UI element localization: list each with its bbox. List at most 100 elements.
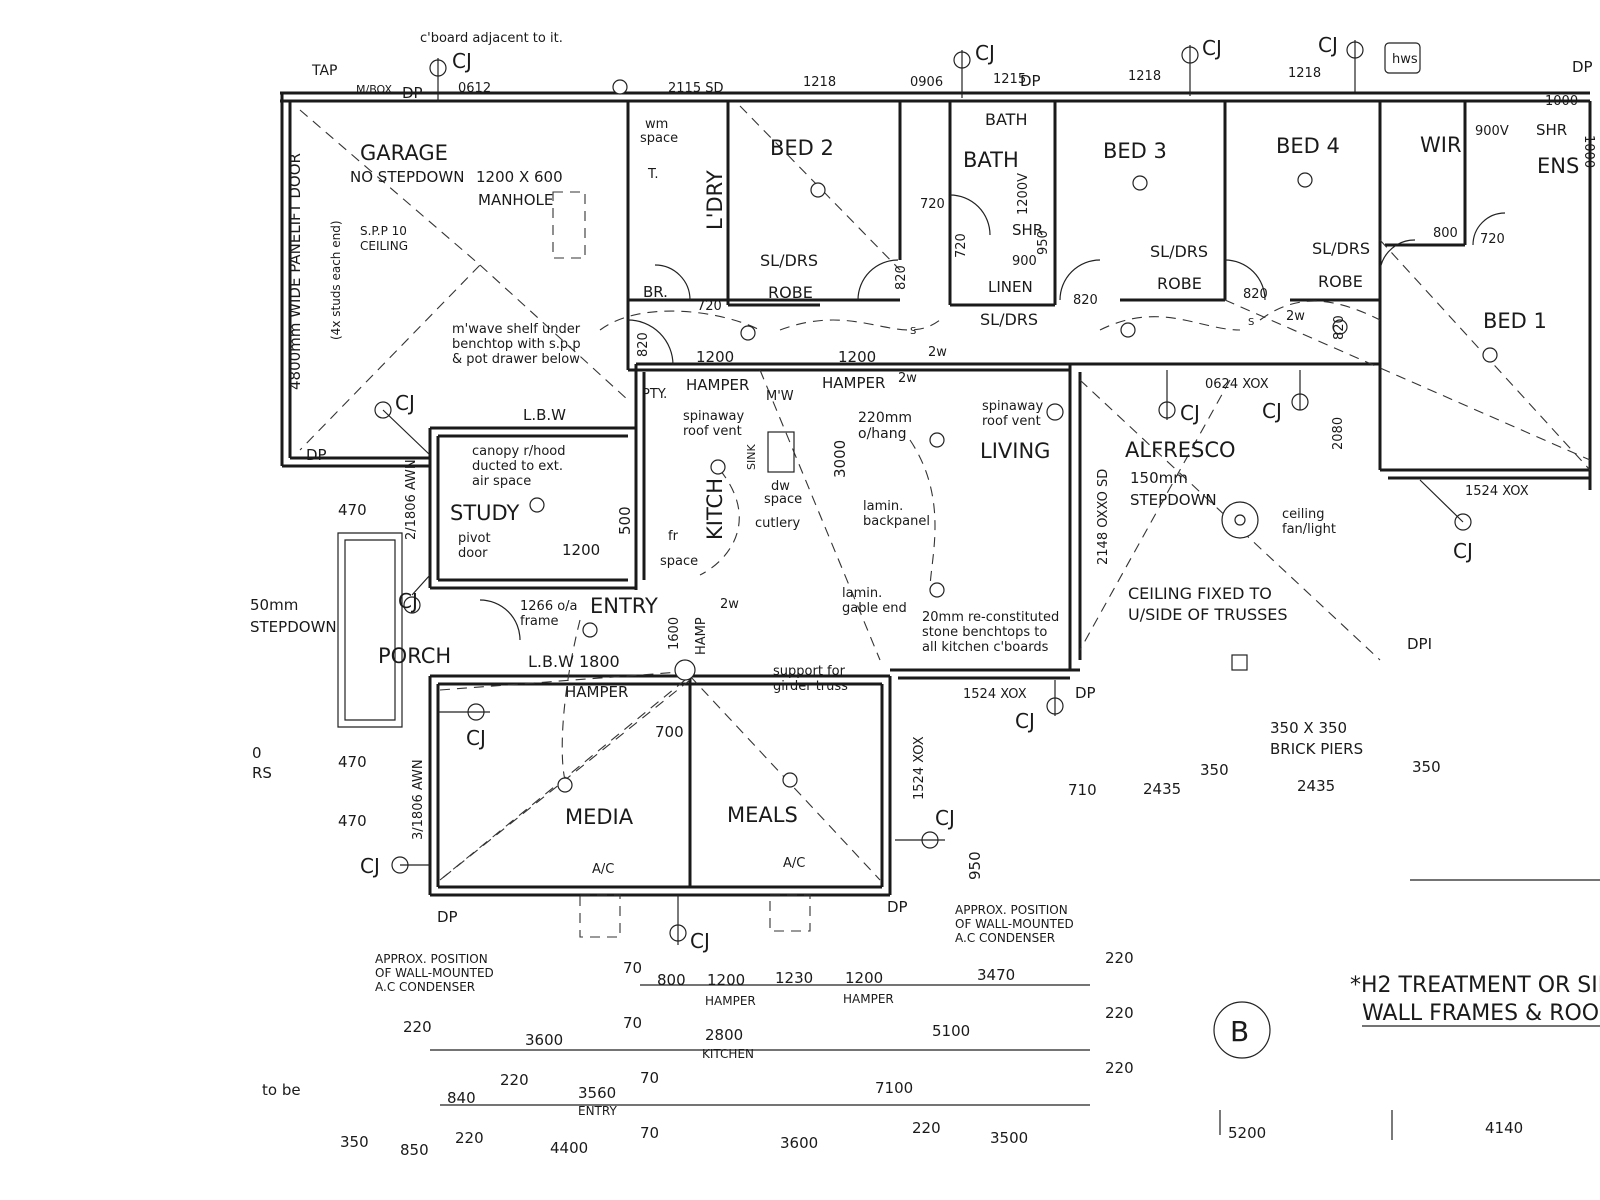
dim-720-b: 720 — [697, 299, 722, 314]
dim-800: 800 — [1433, 226, 1458, 241]
note-mwave-1: m'wave shelf under — [452, 322, 581, 337]
dim-1200-a: 1200 — [696, 348, 734, 366]
dim-row2-5: 220 — [1105, 1004, 1134, 1022]
note-support-1: support for — [773, 664, 846, 679]
dim-720-c: 720 — [954, 233, 969, 258]
dp-marker: DP — [402, 84, 423, 102]
dim-720-d: 720 — [1480, 232, 1505, 247]
dim-1218-a: 1218 — [803, 75, 836, 90]
dim-1806-a: 2/1806 AWN — [404, 459, 419, 540]
room-wir: WIR — [1420, 133, 1462, 157]
note-switch-s-1: S — [910, 326, 916, 337]
svg-text:CJ: CJ — [398, 589, 418, 613]
ac-unit-meals — [769, 894, 811, 932]
note-section-b: B — [1230, 1015, 1249, 1048]
svg-text:CJ: CJ — [466, 726, 486, 750]
dim-row4-9: 4140 — [1485, 1119, 1523, 1137]
dp-marker: DP — [1572, 58, 1593, 76]
dim-710: 710 — [1068, 781, 1097, 799]
room-meals: MEALS — [727, 803, 798, 827]
note-switch-s-2: S — [1248, 317, 1254, 328]
light-points — [529, 79, 1498, 793]
dim-820-a: 820 — [894, 265, 909, 290]
room-bed1: BED 1 — [1483, 309, 1547, 333]
note-tap: TAP — [311, 63, 337, 79]
note-cboard: c'board adjacent to it. — [420, 31, 563, 46]
note-piers-1: 350 X 350 — [1270, 719, 1347, 737]
note-manhole-size: 1200 X 600 — [476, 168, 563, 186]
room-linen: LINEN — [988, 278, 1033, 296]
dim-1600: 1600 — [667, 617, 682, 650]
note-ceilingfan-1: ceiling — [1282, 507, 1324, 522]
note-spp: S.P.P 10 — [360, 224, 407, 238]
dim-row2-0: 220 — [403, 1018, 432, 1036]
dim-1218-b: 1218 — [1128, 69, 1161, 84]
dp-marker: DP — [1075, 684, 1096, 702]
dim-row4-4: 70 — [640, 1124, 659, 1142]
note-dpi: DPI — [1407, 635, 1432, 653]
dim-3000: 3000 — [831, 440, 849, 478]
note-lamin-2: backpanel — [863, 514, 930, 529]
note-spinaway-4: roof vent — [982, 414, 1041, 429]
note-hamper-media: HAMPER — [565, 683, 628, 701]
cj-marker: CJ — [1318, 33, 1364, 92]
note-dw-2: space — [764, 492, 802, 507]
dim-820-b: 820 — [1073, 293, 1098, 308]
svg-text:CJ: CJ — [1262, 399, 1282, 423]
room-entry: ENTRY — [590, 594, 658, 618]
note-mbox: M/BOX — [356, 83, 393, 96]
note-mwave-2: benchtop with s.p.p — [452, 337, 581, 352]
dim-row4-6: 220 — [912, 1119, 941, 1137]
note-rs: RS — [252, 764, 272, 782]
dim-hamper-row-1: HAMPER — [705, 994, 756, 1008]
room-labels: GARAGE BED 2 BATH BATH BED 3 BED 4 WIR E… — [360, 110, 1579, 829]
room-pty: PTY. — [642, 387, 667, 402]
note-kitchen-dim: KITCHEN — [702, 1047, 754, 1061]
note-pivot-2: door — [458, 546, 488, 561]
dim-row1-1: 800 — [657, 971, 686, 989]
note-condenser-1: APPROX. POSITION — [375, 952, 488, 966]
room-t: T. — [647, 167, 659, 182]
note-canopy-2: ducted to ext. — [472, 459, 563, 474]
room-shr-ens: SHR — [1536, 121, 1567, 139]
cj-marker: CJ — [1262, 370, 1309, 423]
note-cutlery: cutlery — [755, 516, 800, 531]
note-robe-b4: ROBE — [1318, 272, 1363, 291]
note-condenser-6: A.C CONDENSER — [955, 931, 1055, 945]
cj-marker: CJ — [438, 703, 490, 750]
note-wm-2: space — [640, 131, 678, 146]
dim-470-a: 470 — [338, 501, 367, 519]
note-studs: (4x studs each end) — [329, 220, 343, 340]
room-ldry: L'DRY — [703, 170, 727, 230]
dim-row1-0: 70 — [623, 959, 642, 977]
note-hamper-k1: HAMPER — [686, 376, 749, 394]
note-zero: 0 — [252, 744, 262, 762]
dim-350-a: 350 — [1200, 761, 1229, 779]
note-lamin-4: gable end — [842, 601, 907, 616]
note-ac-media: A/C — [592, 862, 614, 877]
room-kitch: KITCH — [703, 478, 727, 540]
note-2w-d: 2w — [720, 597, 739, 612]
cj-marker: CJ — [953, 41, 995, 98]
dim-700: 700 — [655, 723, 684, 741]
walls — [280, 91, 1592, 897]
note-condenser-4: APPROX. POSITION — [955, 903, 1068, 917]
dp-marker: DP — [306, 446, 327, 464]
roof-lines — [299, 105, 1591, 881]
dim-2435-b: 2435 — [1297, 777, 1335, 795]
note-hamper-k2: HAMPER — [822, 374, 885, 392]
note-ceilingfan-2: fan/light — [1282, 522, 1336, 537]
cj-marker: CJ — [1419, 479, 1473, 563]
svg-text:CJ: CJ — [1180, 401, 1200, 425]
dim-1000-b: 1000 — [1581, 135, 1596, 168]
note-spinaway-2: roof vent — [683, 424, 742, 439]
dim-820-d: 820 — [636, 332, 651, 357]
section-b-circle — [1213, 1001, 1271, 1059]
note-piers-2: BRICK PIERS — [1270, 740, 1363, 758]
note-no-stepdown: NO STEPDOWN — [350, 168, 464, 186]
cj-marker: CJ — [374, 391, 431, 456]
dim-2080: 2080 — [1331, 417, 1346, 450]
dim-row3-5: 220 — [1105, 1059, 1134, 1077]
svg-text:CJ: CJ — [1015, 709, 1035, 733]
